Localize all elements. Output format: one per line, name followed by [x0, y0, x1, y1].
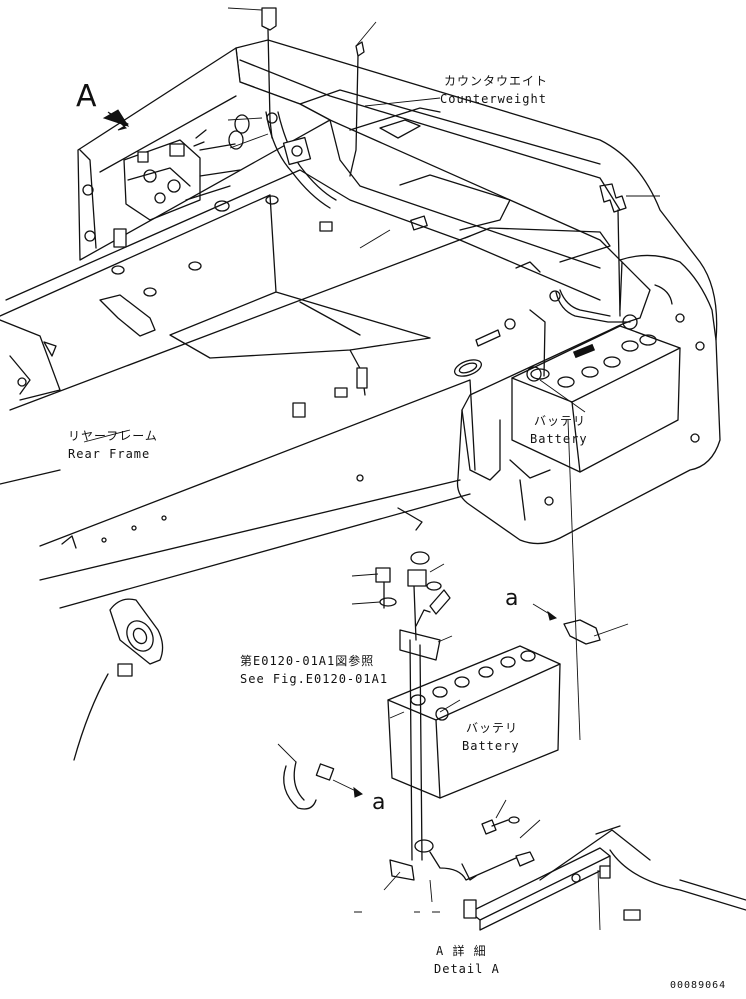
- drawing-number: 00089064: [670, 980, 727, 991]
- frame-boss: [73, 598, 164, 761]
- rear-frame-label-jp: リヤーフレーム: [68, 429, 158, 443]
- see-fig-label-en: See Fig.E0120-01A1: [240, 672, 389, 686]
- detail-label-jp: A 詳 細: [436, 944, 487, 958]
- relay-assembly: [123, 7, 365, 221]
- battery-upper: [475, 183, 681, 473]
- view-letter-a: A: [76, 79, 97, 114]
- detail-a-battery: [283, 507, 746, 931]
- rear-frame-label-en: Rear Frame: [68, 447, 151, 461]
- ref-letter-a-upper: a: [505, 586, 519, 611]
- counterweight-label-en: Counterweight: [440, 92, 547, 106]
- ref-arrowhead-upper: [547, 610, 558, 621]
- view-arrow: [102, 109, 130, 131]
- detail-label-en: Detail A: [434, 962, 500, 976]
- ref-letter-a-lower: a: [372, 790, 386, 815]
- rear-frame: [0, 47, 601, 609]
- see-fig-label-jp: 第E0120-01A1図参照: [240, 654, 375, 668]
- battery-lower-label-en: Battery: [462, 739, 520, 753]
- battery-lower-label-jp: バッテリ: [466, 721, 519, 735]
- ref-arrowhead-lower: [353, 786, 363, 798]
- leader-lines: [83, 7, 660, 931]
- battery-upper-label-jp: バッテリ: [534, 414, 587, 428]
- battery-upper-label-en: Battery: [530, 432, 588, 446]
- counterweight-label-jp: カウンタウエイト: [444, 74, 549, 88]
